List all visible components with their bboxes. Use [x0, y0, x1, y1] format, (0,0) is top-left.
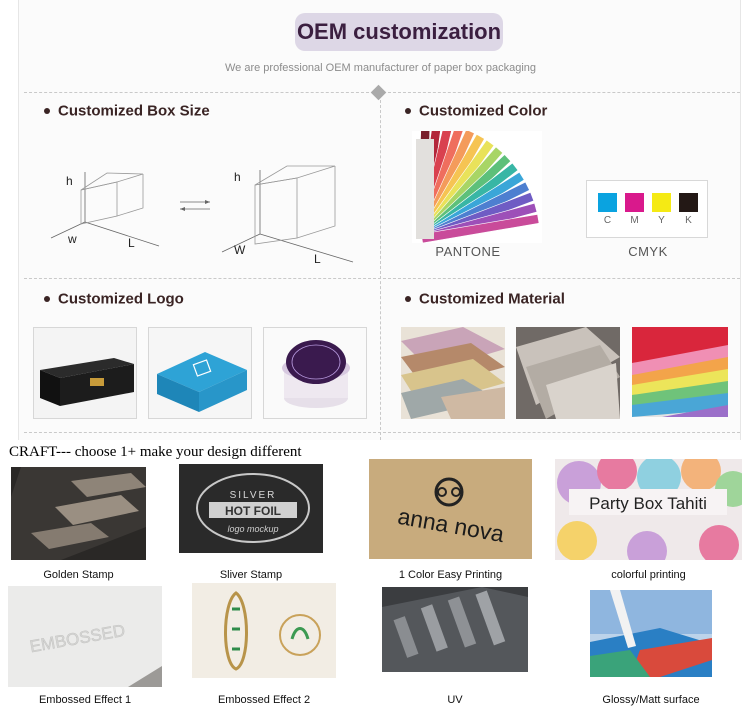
craft-label: Embossed Effect 1	[38, 694, 132, 706]
golden-stamp-image	[11, 467, 146, 560]
cmyk-swatch	[652, 193, 671, 212]
colorful-printing-image: Party Box Tahiti	[555, 459, 742, 560]
divider	[24, 432, 740, 433]
page-title: OEM customization	[295, 13, 503, 51]
bullet-icon	[405, 108, 411, 115]
craft-heading: CRAFT--- choose 1+ make your design diff…	[9, 444, 302, 460]
cmyk-letter: Y	[658, 215, 665, 226]
section-title-logo: Customized Logo	[44, 290, 184, 308]
cmyk-letter: C	[603, 215, 612, 226]
large-width-label: W	[234, 243, 246, 257]
cmyk-letter: M	[630, 215, 639, 226]
cmyk-swatch-card: C M Y K	[586, 180, 708, 238]
one-color-printing-image: anna nova	[369, 459, 532, 559]
cmyk-letter: K	[685, 215, 692, 226]
party-box-text: Party Box Tahiti	[589, 494, 707, 513]
craft-label: Sliver Stamp	[219, 569, 283, 581]
divider	[380, 100, 381, 440]
small-height-label: h	[66, 174, 73, 188]
pantone-swatch-fan-image	[412, 131, 542, 243]
pantone-cover	[416, 139, 434, 239]
embossed-effect-1-image: EMBOSSED	[8, 586, 162, 687]
box-size-diagram: h w L h W L	[50, 165, 354, 266]
round-purple-tube-box-image	[263, 327, 367, 419]
craft-label: Golden Stamp	[43, 569, 114, 581]
bullet-icon	[44, 108, 50, 115]
black-wine-box-image	[33, 327, 137, 419]
blue-printed-box-image	[148, 327, 252, 419]
uv-effect-image	[382, 587, 528, 672]
cmyk-label: CMYK	[628, 244, 668, 259]
glitter-paper-fan-image	[632, 327, 728, 417]
embossed-effect-2-image	[192, 583, 336, 678]
section-title-color: Customized Color	[405, 102, 547, 120]
colored-paper-rolls-image	[401, 327, 505, 419]
page-subtitle: We are professional OEM manufacturer of …	[224, 62, 537, 74]
craft-label: Glossy/Matt surface	[602, 694, 700, 706]
textured-paper-image	[516, 327, 620, 419]
silver-stamp-text-2: HOT FOIL	[225, 504, 281, 518]
cmyk-swatch	[679, 193, 698, 212]
small-width-label: w	[67, 232, 77, 246]
craft-label: UV	[447, 694, 463, 706]
divider	[388, 92, 740, 93]
divider	[24, 278, 740, 279]
bullet-icon	[405, 296, 411, 303]
craft-label: colorful printing	[611, 569, 686, 581]
silver-stamp-text-3: logo mockup	[227, 524, 278, 534]
cmyk-swatch	[598, 193, 617, 212]
craft-label: 1 Color Easy Printing	[398, 569, 503, 581]
pantone-label: PANTONE	[435, 244, 501, 259]
bullet-icon	[44, 296, 50, 303]
small-length-label: L	[128, 236, 135, 250]
large-length-label: L	[314, 252, 321, 266]
large-height-label: h	[234, 170, 241, 184]
silver-stamp-image: SILVER HOT FOIL logo mockup	[179, 464, 323, 553]
section-title-material: Customized Material	[405, 290, 565, 308]
silver-stamp-text-1: SILVER	[230, 490, 277, 501]
glossy-matt-surface-image	[590, 590, 712, 677]
section-title-box-size: Customized Box Size	[44, 102, 210, 120]
divider	[24, 92, 369, 93]
craft-label: Embossed Effect 2	[217, 694, 311, 706]
cmyk-swatch	[625, 193, 644, 212]
